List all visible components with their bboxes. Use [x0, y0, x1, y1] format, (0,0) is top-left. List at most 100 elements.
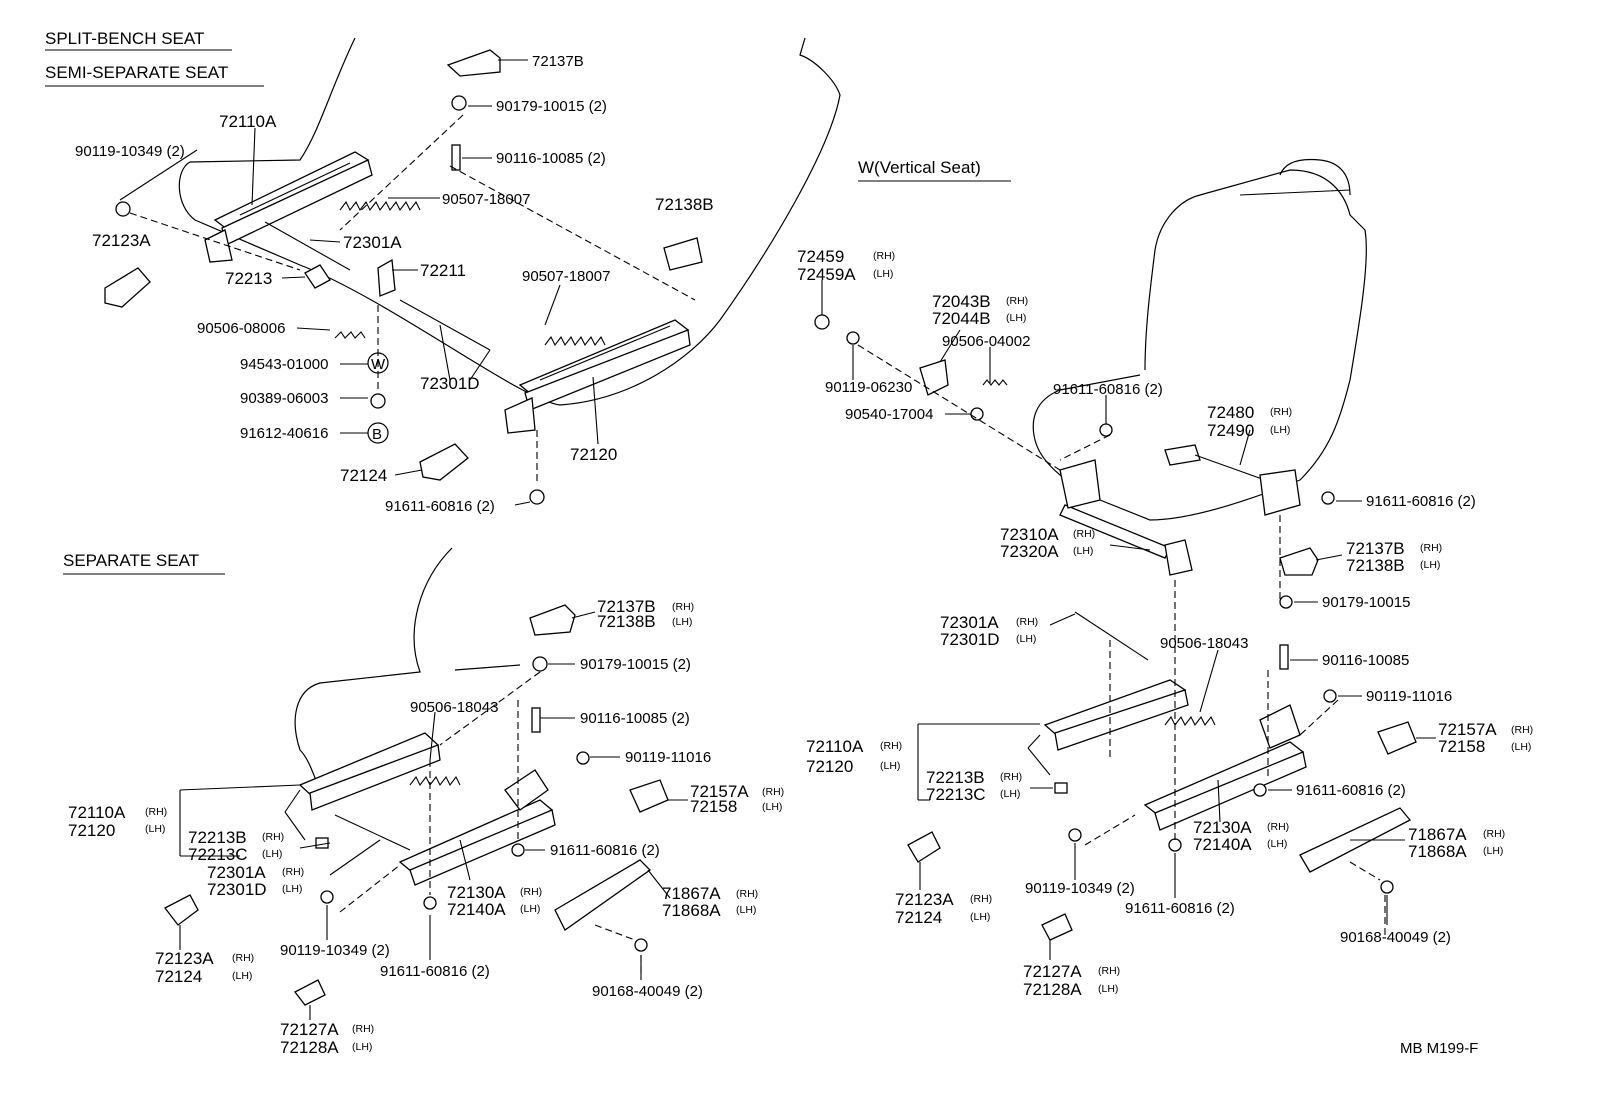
suffix-lh: (LH): [762, 801, 782, 813]
badge-w: W: [371, 356, 386, 373]
suffix-lh: (LH): [1006, 312, 1026, 324]
suffix-rh: (RH): [1073, 528, 1095, 540]
label-sep-90168-40049: 90168-40049 (2): [592, 983, 703, 1000]
label-vert-72301A: 72301A: [940, 613, 999, 632]
label-vert-72459A: 72459A: [797, 265, 856, 284]
vertical-rear-link: [1164, 444, 1301, 516]
label-vert-90119-06230: 90119-06230: [825, 379, 912, 396]
label-vert-72320A: 72320A: [1000, 542, 1059, 561]
suffix-rh: (RH): [1098, 965, 1120, 977]
label-sep-90116-10085: 90116-10085 (2): [580, 710, 690, 727]
label-sep-91611-60816-a: 91611-60816 (2): [550, 842, 660, 859]
nut-90389: [370, 393, 386, 409]
suffix-rh: (RH): [970, 893, 992, 905]
label-vert-72213C: 72213C: [926, 785, 986, 804]
label-vert-90116-10085: 90116-10085: [1322, 652, 1409, 669]
label-72211: 72211: [420, 261, 466, 280]
label-vert-90119-10349: 90119-10349 (2): [1025, 880, 1135, 897]
separate-track-right: [398, 769, 556, 886]
separate-track-left: [284, 732, 441, 841]
part-72137B-sep: [529, 604, 576, 636]
suffix-lh: (LH): [520, 903, 540, 915]
label-sep-90119-11016: 90119-11016: [625, 749, 711, 766]
label-90507-18007-b: 90507-18007: [522, 268, 610, 285]
label-vert-72124: 72124: [895, 908, 942, 927]
label-sep-72301A: 72301A: [207, 863, 266, 882]
suffix-rh: (RH): [262, 831, 284, 843]
part-72123A-sep: [164, 894, 199, 926]
suffix-lh: (LH): [232, 970, 252, 982]
label-vert-71867A: 71867A: [1408, 825, 1467, 844]
suffix-lh: (LH): [1073, 545, 1093, 557]
label-vert-90168-40049: 90168-40049 (2): [1340, 929, 1451, 946]
bolt-90168-vert: [1380, 880, 1394, 894]
suffix-lh: (LH): [880, 760, 900, 772]
label-sep-72110A: 72110A: [68, 803, 126, 822]
label-sep-71868A: 71868A: [662, 901, 721, 920]
part-72213B-vert: [1054, 782, 1068, 794]
separate-seat-outline: [294, 547, 453, 791]
label-vert-72044B: 72044B: [932, 309, 991, 328]
label-sep-72137B: 72137B: [597, 597, 656, 616]
label-vert-90119-11016: 90119-11016: [1366, 688, 1452, 705]
suffix-lh: (LH): [1000, 788, 1020, 800]
label-72120: 72120: [570, 445, 617, 464]
label-72124: 72124: [340, 466, 387, 485]
split-bench-section: W B 72137B 90179-10015 (2) 90116-10085 (…: [75, 37, 841, 515]
suffix-lh: (LH): [262, 848, 282, 860]
vertical-seat-outline: [1032, 169, 1367, 521]
label-sep-72301D: 72301D: [207, 880, 267, 899]
part-71867A-sep: [554, 859, 652, 931]
part-72157A-vert: [1377, 721, 1417, 755]
label-90119-10349: 90119-10349 (2): [75, 143, 185, 160]
part-72157A-sep: [629, 779, 669, 813]
badge-b: B: [372, 426, 382, 443]
bolt-91611-b-sep: [423, 896, 437, 910]
section-headers: SPLIT-BENCH SEAT SEMI-SEPARATE SEAT SEPA…: [45, 29, 1011, 575]
label-vert-91611-60816-d: 91611-60816 (2): [1125, 900, 1235, 917]
label-sep-72123A: 72123A: [155, 949, 214, 968]
suffix-lh: (LH): [1098, 983, 1118, 995]
label-72123A: 72123A: [92, 231, 151, 250]
spring-90506-18043-vert: [1164, 715, 1216, 727]
label-sep-72127A: 72127A: [280, 1020, 339, 1039]
label-sep-72157A: 72157A: [690, 782, 749, 801]
bolt-90116-vert: [1279, 644, 1289, 670]
suffix-rh: (RH): [145, 806, 167, 818]
header-semi-separate: SEMI-SEPARATE SEAT: [45, 63, 228, 82]
label-sep-72140A: 72140A: [447, 900, 506, 919]
bolt-91611-a-sep: [511, 843, 525, 857]
part-72127A-sep: [294, 979, 326, 1006]
spring-90506-18043-sep: [409, 775, 461, 787]
cable-72301-sep: [334, 814, 411, 851]
part-72043B: [919, 359, 949, 396]
label-sep-72124: 72124: [155, 967, 202, 986]
part-72213: [304, 264, 331, 289]
bolt-91611-d-vert: [1168, 838, 1182, 852]
label-91611-60816: 91611-60816 (2): [385, 498, 495, 515]
label-vert-72120: 72120: [806, 757, 853, 776]
label-72110A: 72110A: [219, 112, 277, 131]
suffix-lh: (LH): [145, 823, 165, 835]
header-vertical: W(Vertical Seat): [858, 158, 981, 177]
vertical-track-right: [1143, 704, 1307, 831]
part-72211: [377, 258, 396, 297]
spring-90507-a: [339, 200, 421, 212]
suffix-rh: (RH): [282, 866, 304, 878]
label-sep-72128A: 72128A: [280, 1038, 339, 1057]
label-vert-91611-60816-a: 91611-60816 (2): [1053, 381, 1163, 398]
spring-90507-b: [544, 335, 606, 347]
suffix-lh: (LH): [1270, 424, 1290, 436]
bolt-90119-a: [115, 201, 131, 217]
spring-90506-04002: [982, 379, 1008, 386]
label-sep-71867A: 71867A: [662, 884, 721, 903]
spring-90506-08006: [334, 331, 366, 339]
vertical-section: 72459 (RH) 72459A (LH) 72043B (RH) 72044…: [797, 158, 1533, 999]
label-72137B: 72137B: [532, 53, 584, 70]
suffix-rh: (RH): [736, 888, 758, 900]
label-72301A: 72301A: [343, 233, 402, 252]
vertical-lift-bar: [1059, 459, 1193, 576]
label-vert-91611-60816-b: 91611-60816 (2): [1366, 493, 1476, 510]
label-sep-90119-10349: 90119-10349 (2): [280, 942, 390, 959]
cable-72301: [399, 299, 491, 351]
